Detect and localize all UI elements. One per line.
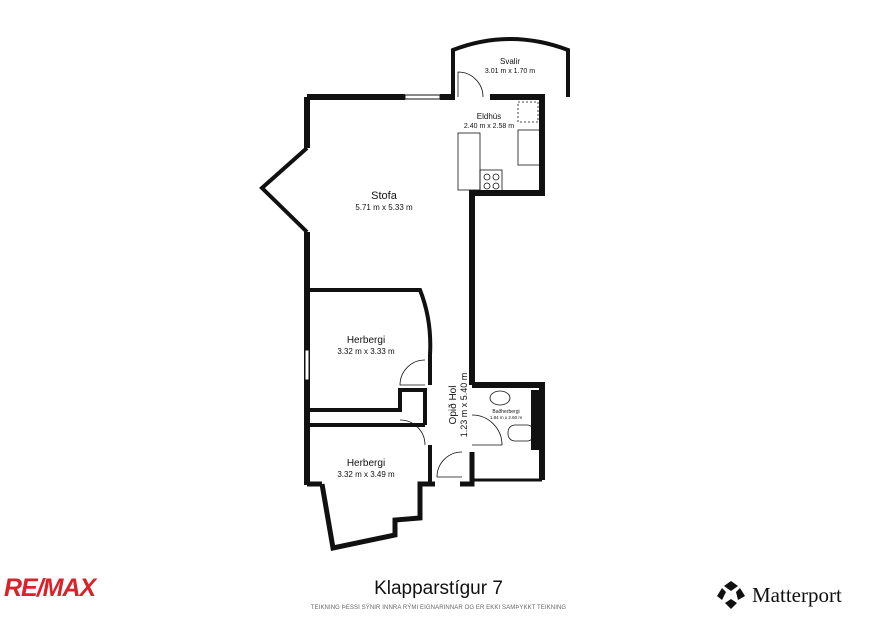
kitchen-fixtures bbox=[457, 101, 541, 193]
room-size-stofa: 5.71 m x 5.33 m bbox=[355, 203, 413, 212]
room-name-stofa: Stofa bbox=[371, 190, 398, 202]
room-labels: Svalir 3.01 m x 1.70 m Eldhús 2.40 m x 2… bbox=[337, 57, 535, 479]
room-size-eldhus: 2.40 m x 2.58 m bbox=[464, 123, 514, 130]
room-name-herbergi-2: Herbergi bbox=[347, 458, 385, 469]
bath-fixtures bbox=[489, 390, 535, 442]
walls bbox=[259, 37, 570, 551]
remax-logo: RE/MAX bbox=[4, 574, 96, 602]
room-name-eldhus: Eldhús bbox=[477, 112, 501, 121]
windows bbox=[304, 94, 441, 381]
doors bbox=[399, 71, 503, 478]
room-name-opid-hol: Opið Hol bbox=[447, 386, 459, 425]
matterport-logo: Matterport bbox=[716, 580, 842, 610]
room-name-badherbergi: Baðherbergi bbox=[492, 408, 519, 415]
room-size-herbergi-1: 3.32 m x 3.33 m bbox=[337, 347, 395, 356]
room-name-svalir: Svalir bbox=[500, 57, 520, 66]
room-size-herbergi-2: 3.32 m x 3.49 m bbox=[337, 470, 395, 479]
matterport-icon bbox=[717, 581, 745, 609]
matterport-wordmark: Matterport bbox=[752, 582, 842, 607]
room-name-herbergi-1: Herbergi bbox=[347, 335, 385, 346]
room-size-opid-hol: 1.23 m x 5.40 m bbox=[459, 373, 469, 438]
room-size-badherbergi: 1.84 m x 2.60 m bbox=[490, 415, 523, 420]
disclaimer: TEIKNING ÞESSI SÝNIR INNRA RÝMI EIGNARIN… bbox=[310, 605, 567, 611]
address-title: Klapparstígur 7 bbox=[374, 578, 503, 599]
room-size-svalir: 3.01 m x 1.70 m bbox=[485, 68, 535, 75]
